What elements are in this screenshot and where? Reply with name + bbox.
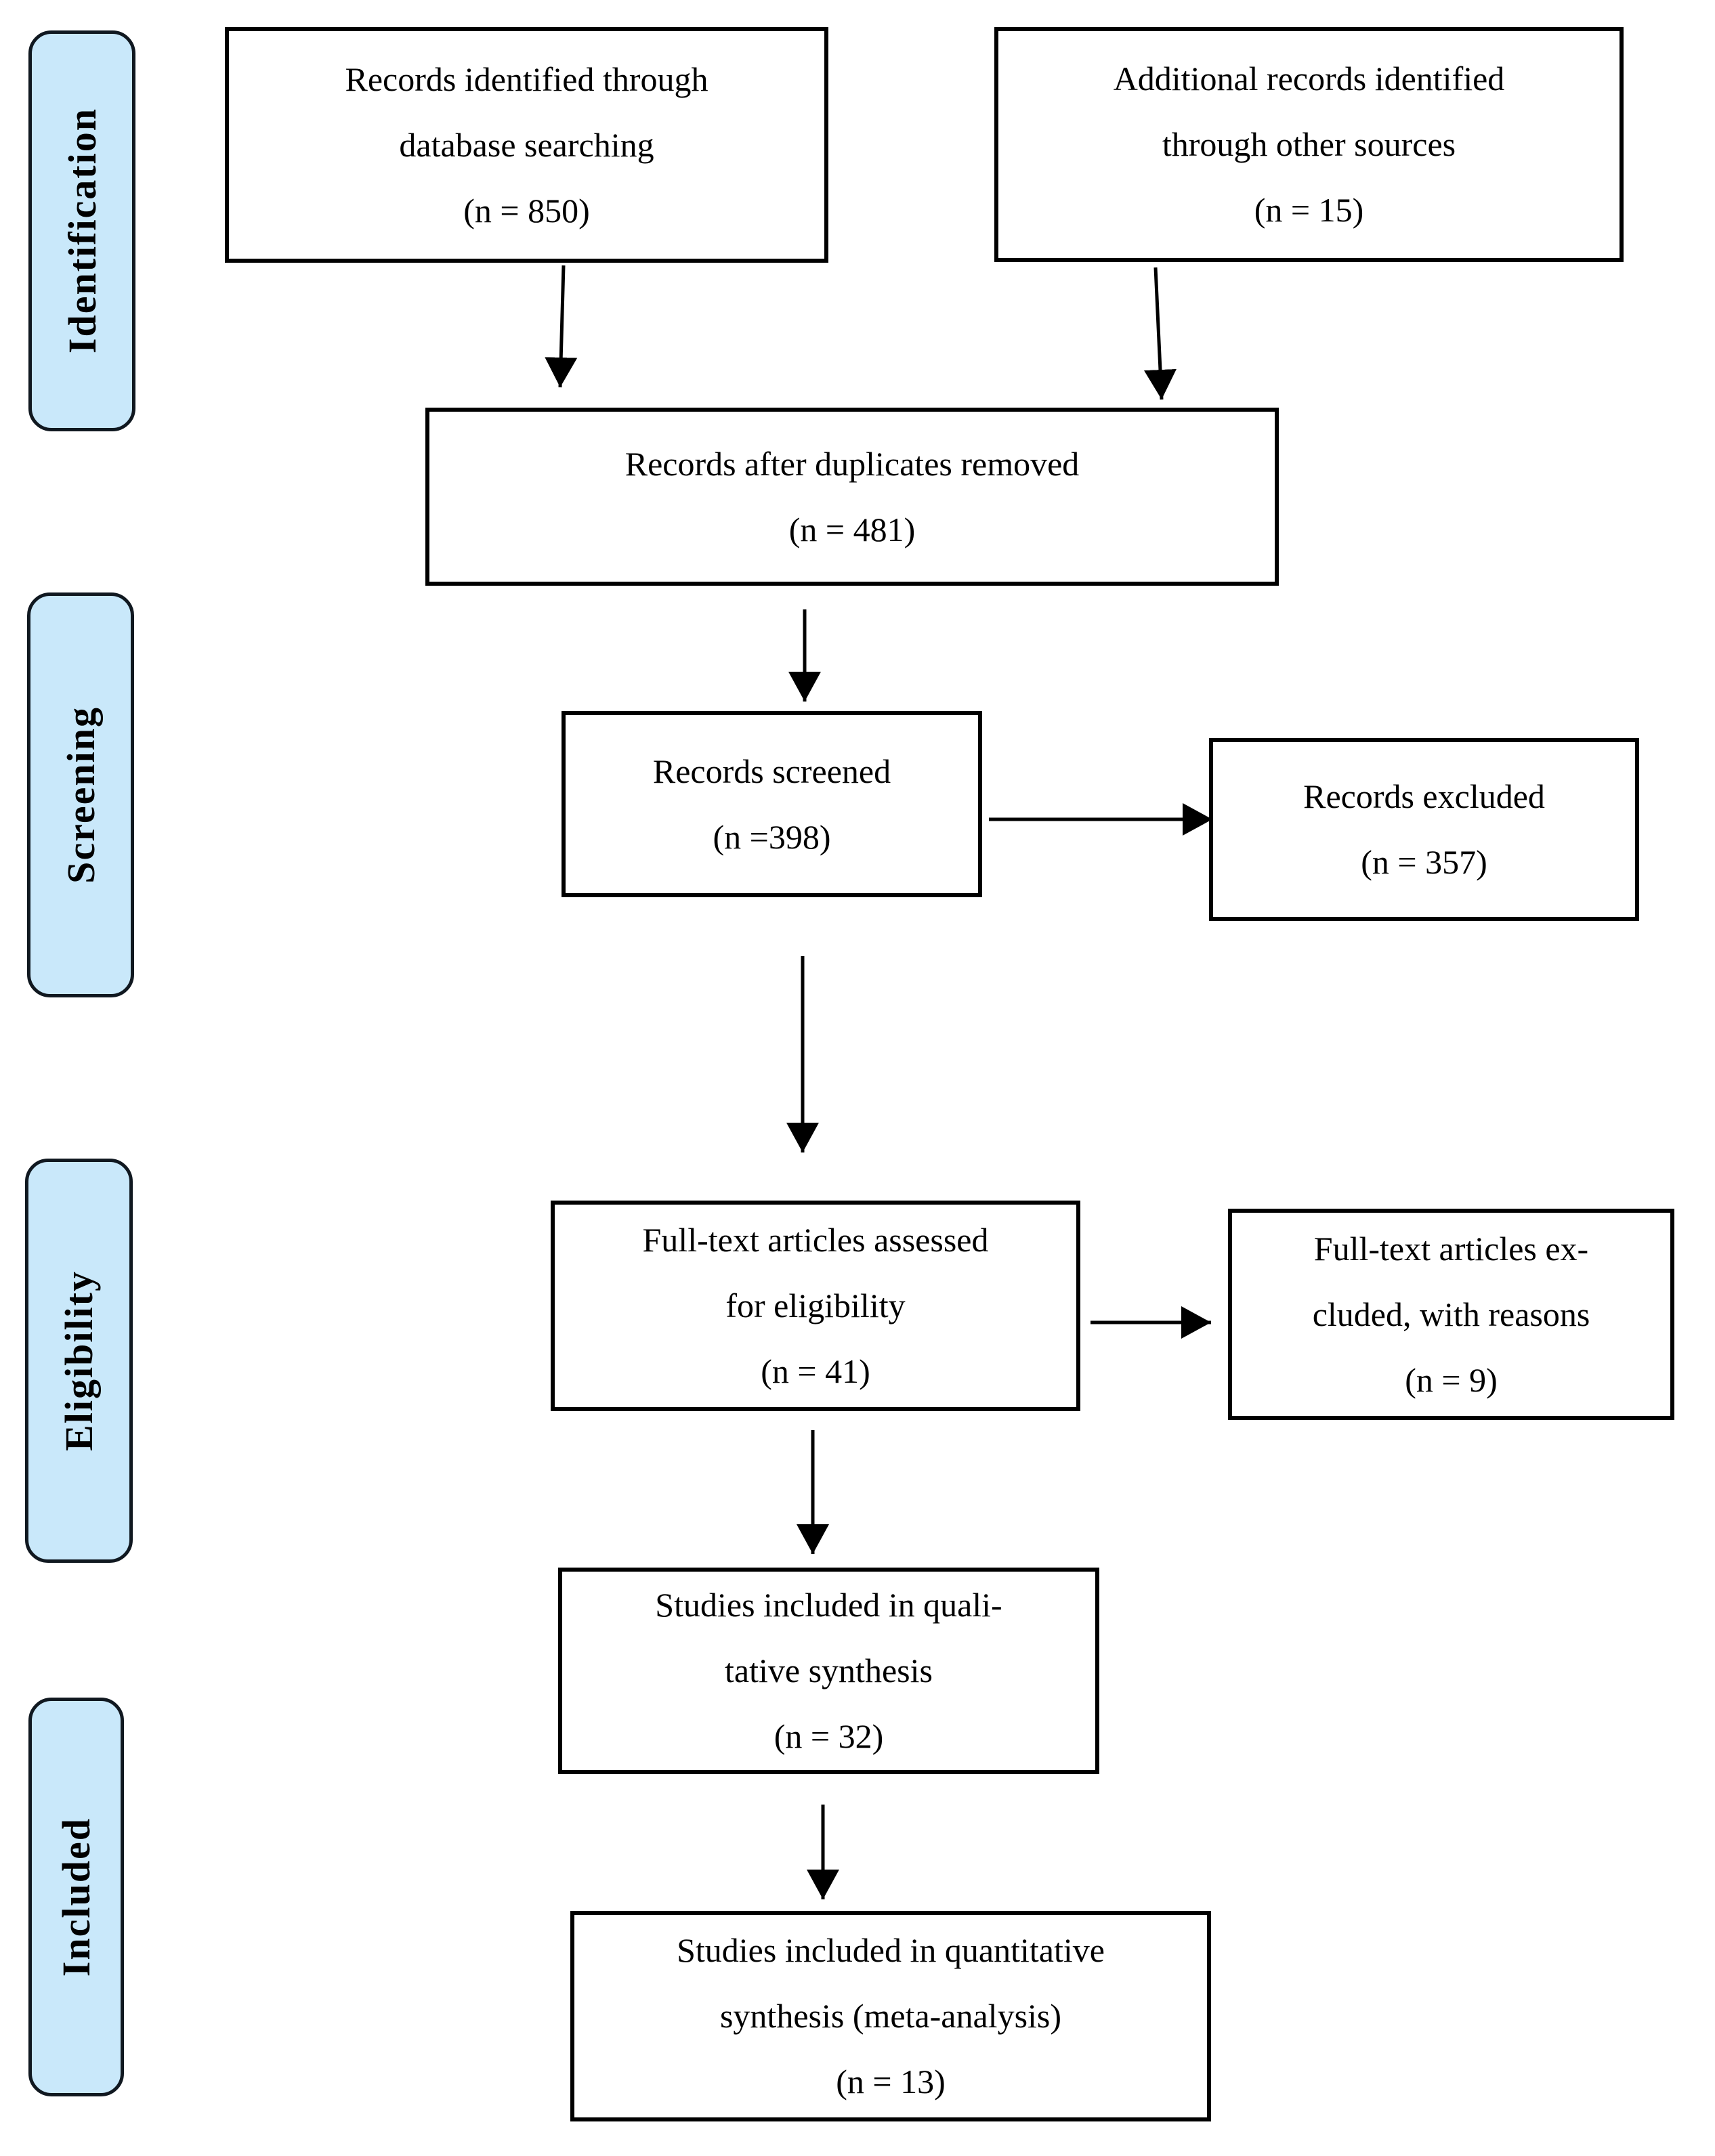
box-fulltext-assessed-line: for eligibility	[725, 1287, 906, 1324]
stage-identification: Identification	[28, 30, 135, 431]
stage-eligibility-label: Eligibility	[57, 1270, 101, 1451]
box-qualitative-synthesis-line: Studies included in quali-	[655, 1586, 1002, 1624]
box-fulltext-excluded-count: (n = 9)	[1405, 1360, 1498, 1399]
box-qualitative-synthesis: Studies included in quali- tative synthe…	[558, 1568, 1099, 1774]
box-quantitative-synthesis: Studies included in quantitative synthes…	[570, 1911, 1211, 2121]
arrow-additional-to-duplicates	[1143, 267, 1177, 400]
box-records-identified-line: Records identified through	[345, 60, 708, 98]
box-after-duplicates-line: Records after duplicates removed	[624, 444, 1080, 483]
box-fulltext-assessed-count: (n = 41)	[761, 1352, 870, 1390]
box-quantitative-synthesis-count: (n = 13)	[836, 2063, 946, 2100]
box-quantitative-synthesis-line: Studies included in quantitative	[677, 1931, 1105, 1969]
box-additional-records: Additional records identified through ot…	[994, 27, 1624, 262]
stage-identification-label: Identification	[60, 108, 104, 354]
box-after-duplicates-count: (n = 481)	[788, 510, 916, 548]
stage-included-label: Included	[54, 1817, 98, 1977]
box-additional-records-line: through other sources	[1162, 125, 1456, 163]
box-fulltext-assessed: Full-text articles assessed for eligibil…	[551, 1201, 1080, 1411]
box-records-identified-count: (n = 850)	[463, 191, 590, 230]
box-records-excluded: Records excluded (n = 357)	[1209, 738, 1639, 921]
box-after-duplicates: Records after duplicates removed (n = 48…	[425, 408, 1279, 586]
box-additional-records-line: Additional records identified	[1113, 60, 1505, 98]
stage-screening-label: Screening	[58, 706, 103, 884]
stage-screening: Screening	[27, 592, 134, 997]
box-records-screened: Records screened (n =398)	[562, 711, 982, 897]
box-fulltext-excluded-line: cluded, with reasons	[1312, 1295, 1590, 1333]
stage-eligibility: Eligibility	[25, 1159, 133, 1563]
box-fulltext-excluded-line: Full-text articles ex-	[1313, 1229, 1589, 1268]
box-records-excluded-line: Records excluded	[1303, 777, 1545, 815]
box-fulltext-assessed-line: Full-text articles assessed	[642, 1221, 989, 1259]
box-records-screened-line: Records screened	[652, 752, 891, 790]
box-quantitative-synthesis-line: synthesis (meta-analysis)	[719, 1997, 1062, 2035]
box-qualitative-synthesis-count: (n = 32)	[774, 1717, 884, 1755]
box-records-identified-line: database searching	[399, 125, 654, 164]
box-additional-records-count: (n = 15)	[1254, 191, 1364, 229]
box-records-excluded-count: (n = 357)	[1361, 843, 1487, 881]
box-records-identified: Records identified through database sear…	[225, 27, 828, 263]
box-qualitative-synthesis-line: tative synthesis	[725, 1652, 933, 1689]
stage-included: Included	[28, 1698, 124, 2096]
arrow-identified-to-duplicates	[545, 265, 578, 388]
box-records-screened-count: (n =398)	[713, 817, 831, 856]
box-fulltext-excluded: Full-text articles ex- cluded, with reas…	[1228, 1209, 1674, 1420]
